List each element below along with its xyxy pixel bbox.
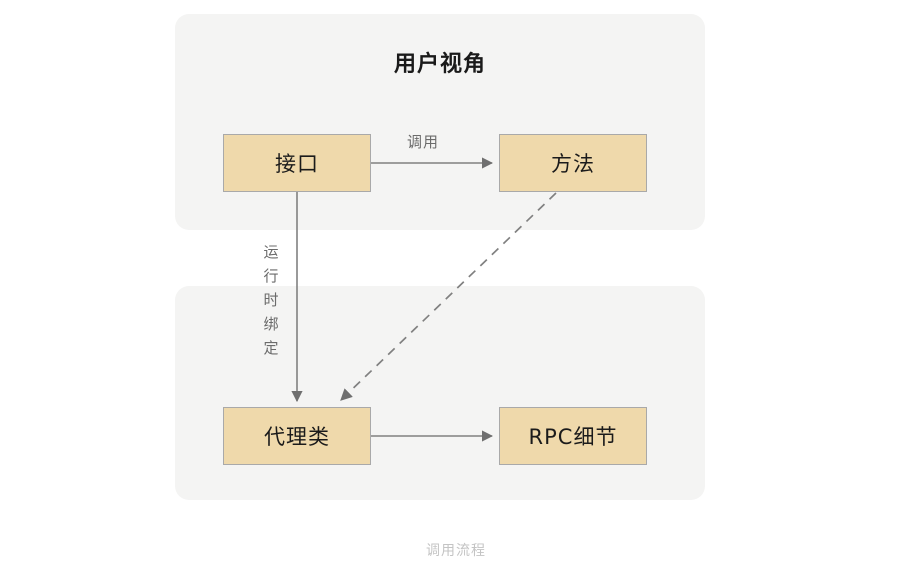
node-rpc-label: RPC细节 [528,425,618,449]
group-panel-implementation-detail [175,286,705,500]
node-method[interactable]: 方法 [499,134,647,192]
edge-label-runtime-bind: 运行时绑定 [263,243,279,357]
node-interface-label: 接口 [275,152,319,176]
edge-label-call: 调用 [407,133,440,151]
node-interface[interactable]: 接口 [223,134,371,192]
node-proxy-label: 代理类 [264,425,330,449]
node-proxy[interactable]: 代理类 [223,407,371,465]
group-panel-user-perspective [175,14,705,230]
group-title-user-perspective: 用户视角 [393,52,486,77]
node-rpc[interactable]: RPC细节 [499,407,647,465]
diagram-caption: 调用流程 [426,543,486,559]
node-method-label: 方法 [551,152,595,176]
